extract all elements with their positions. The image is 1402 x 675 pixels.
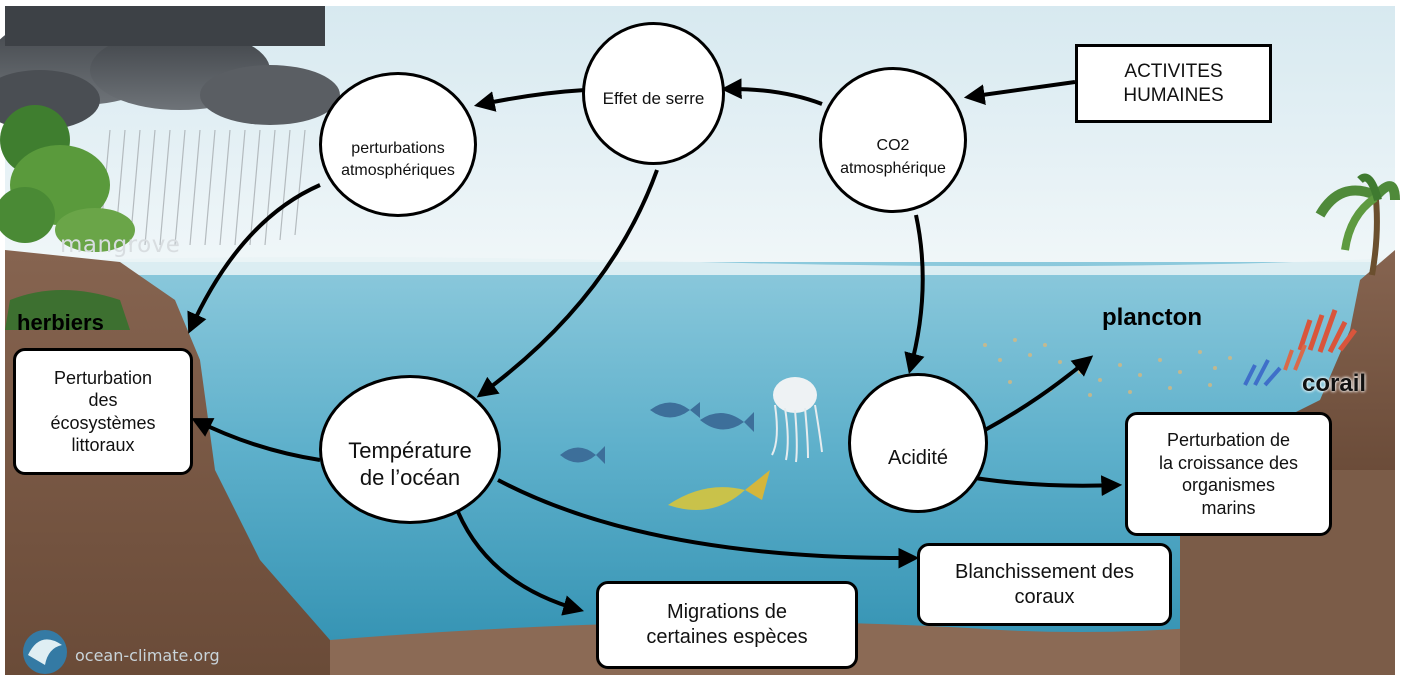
label-herbiers: herbiers — [17, 310, 104, 335]
node-label: CO2 atmosphérique — [840, 136, 946, 177]
box-perturbation-croissance: Perturbation de la croissance des organi… — [1125, 412, 1332, 536]
fish-icon — [560, 402, 754, 464]
label-corail: corail — [1302, 370, 1367, 397]
node-acidite: Acidité — [848, 373, 988, 513]
arrow-co2-to-effet-de-serre — [720, 78, 823, 106]
arrow-perturbations-to-ecosystemes — [187, 183, 321, 334]
box-perturbation-ecosystemes: Perturbation des écosystèmes littoraux — [13, 348, 193, 475]
arrow-temperature-to-ecosystemes — [191, 418, 321, 462]
coral-icon — [1243, 309, 1357, 387]
credit-text: ocean-climate.org — [75, 646, 220, 665]
node-label: Acidité — [887, 446, 949, 469]
arrow-temperature-to-blanchissement — [497, 478, 920, 569]
label-mangrove: mangrove — [60, 232, 181, 258]
arrow-acidite-to-plancton — [984, 355, 1094, 432]
connector-arrows — [187, 78, 1123, 616]
box-migrations: Migrations de certaines espèces — [596, 581, 858, 669]
jellyfish-icon — [771, 377, 823, 463]
arrow-effet-de-serre-to-perturbations — [473, 88, 586, 112]
arrow-acidite-to-croissance — [974, 475, 1123, 497]
logo-icon — [23, 630, 67, 674]
node-co2-atmospherique: CO2 atmosphérique — [819, 67, 967, 213]
node-perturbations-atmospheriques: perturbations atmosphériques — [319, 72, 477, 217]
arrow-activites-to-co2 — [963, 80, 1076, 105]
right-shore — [1180, 250, 1395, 480]
fish-icon — [668, 470, 770, 510]
tree-icon — [0, 105, 135, 330]
box-blanchissement: Blanchissement des coraux — [917, 543, 1172, 626]
tree-icon — [1315, 173, 1400, 276]
node-effet-de-serre: Effet de serre — [582, 22, 725, 165]
node-label: Température de l’océan — [348, 438, 472, 490]
sea-surface — [5, 257, 1395, 275]
label-plancton: plancton — [1102, 304, 1202, 331]
node-label: perturbations atmosphériques — [341, 139, 455, 179]
node-temperature-ocean: Température de l’océan — [319, 375, 501, 524]
arrow-co2-to-acidite — [904, 214, 925, 375]
cloud-icon — [0, 6, 340, 130]
node-label: Effet de serre — [602, 88, 705, 108]
box-activites-humaines: ACTIVITES HUMAINES — [1075, 44, 1272, 123]
arrow-temperature-to-migrations — [456, 511, 585, 616]
arrow-effet-de-serre-to-temperature — [476, 169, 659, 398]
